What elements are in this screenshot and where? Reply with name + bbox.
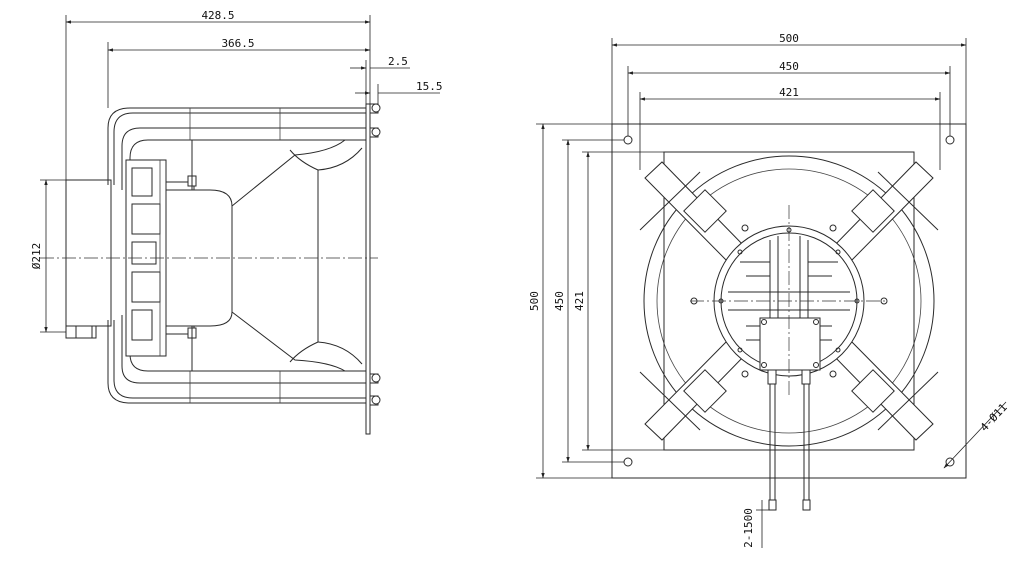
plate-bolts: [369, 103, 381, 406]
dim-plate-height: 500: [528, 291, 541, 311]
side-dimensions: 428.5 366.5 2.5 15.5 Ø212: [30, 9, 443, 333]
dim-plate-width: 500: [779, 32, 799, 45]
side-view: 428.5 366.5 2.5 15.5 Ø212: [30, 9, 443, 435]
impeller-blades: [191, 139, 367, 372]
front-plate: [611, 123, 967, 479]
motor-cables: [767, 369, 811, 511]
venturi-ring: [643, 155, 935, 447]
dim-overall-length: 428.5: [201, 9, 234, 22]
guard-struts: [639, 161, 939, 441]
guard-outline: [663, 151, 915, 451]
mounting-plate: [365, 103, 371, 435]
terminal-box: [759, 317, 821, 371]
venturi-inner-ring: [656, 168, 922, 434]
dim-mounting-holes: 4-Ø11: [978, 401, 1010, 434]
dim-plate-thickness: 2.5: [388, 55, 408, 68]
motor-cable-gland: [75, 325, 93, 339]
front-view: 500 450 421 500 450 421 4-Ø11: [528, 32, 1010, 548]
dim-body-length: 366.5: [221, 37, 254, 50]
dim-hole-spacing-h: 450: [779, 60, 799, 73]
motor-back-housing: [65, 179, 112, 327]
dim-guard-width-h: 421: [779, 86, 799, 99]
dim-motor-diameter: Ø212: [30, 243, 43, 270]
guard-wires: [107, 107, 367, 404]
dim-cable-length: 2-1500: [742, 508, 755, 548]
dim-flange-offset: 15.5: [416, 80, 443, 93]
dim-guard-height-v: 421: [573, 291, 586, 311]
dim-hole-spacing-v: 450: [553, 291, 566, 311]
